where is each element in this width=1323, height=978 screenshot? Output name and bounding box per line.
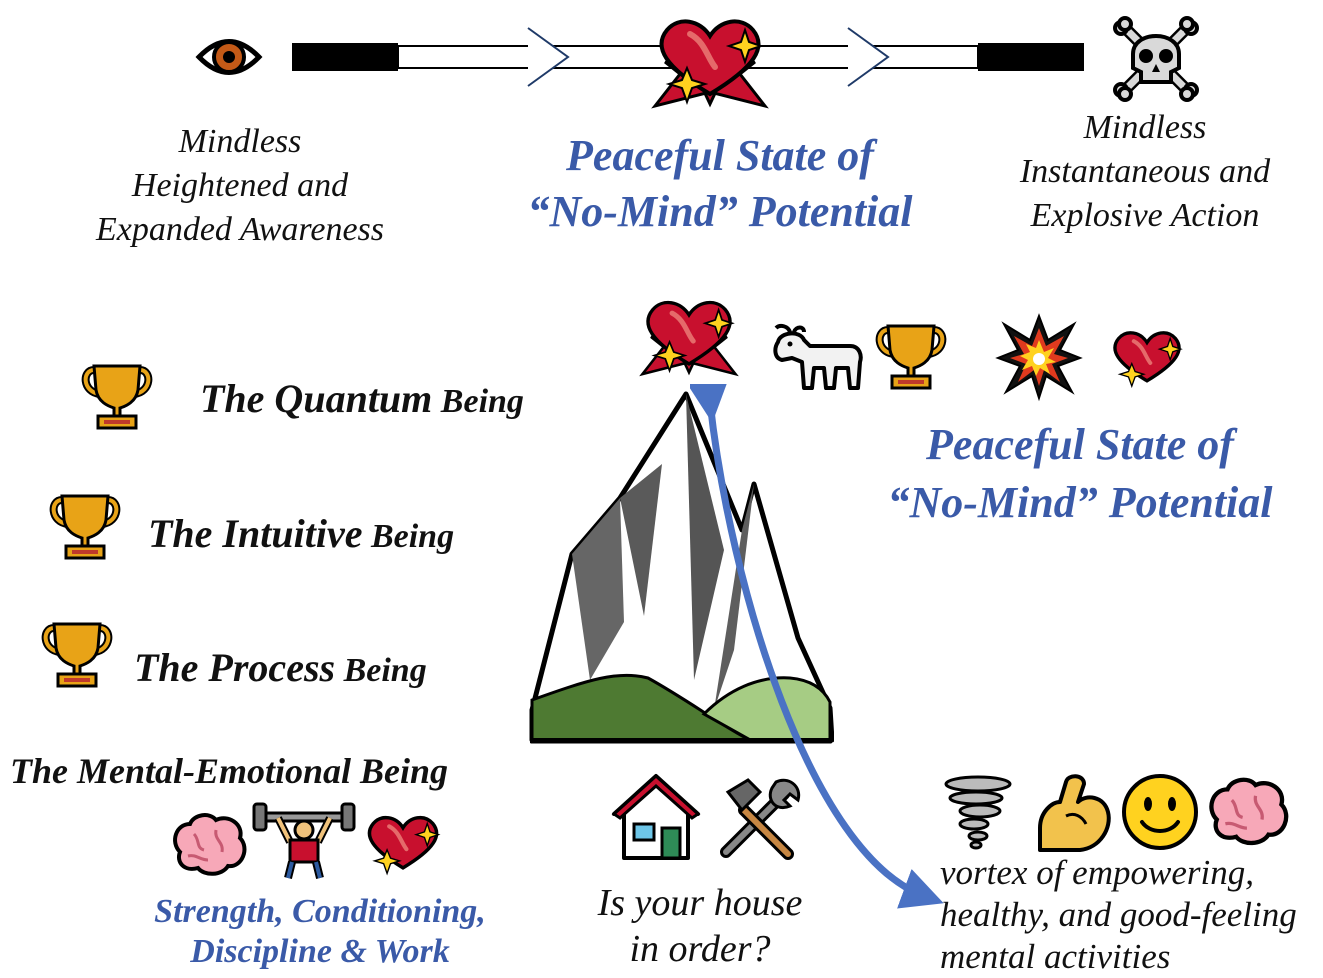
- eye-icon: [195, 39, 263, 75]
- level-quantum: The Quantum Being: [200, 375, 524, 422]
- peak-caption: Peaceful State of “No-Mind” Potential: [860, 416, 1300, 532]
- strength-caption-line-1: Strength, Conditioning,: [154, 893, 486, 930]
- level-mental-emotional: The Mental-Emotional Being: [10, 750, 448, 792]
- vortex-caption: vortex of empowering, healthy, and good-…: [940, 852, 1320, 978]
- brain-icon: [1209, 777, 1289, 846]
- sparkling-heart-icon: [1113, 331, 1183, 389]
- trophy-icon: [41, 622, 113, 688]
- level-process-suffix: Being: [335, 652, 427, 689]
- level-quantum-main: The Quantum: [200, 376, 433, 421]
- house-caption: Is your house in order?: [560, 880, 840, 972]
- vortex-caption-line-3: mental activities: [940, 937, 1171, 976]
- vortex-caption-line-2: healthy, and good-feeling: [940, 895, 1297, 934]
- trophy-icon: [81, 364, 153, 430]
- level-intuitive: The Intuitive Being: [148, 510, 454, 557]
- left-caption-line-1: Mindless: [178, 123, 302, 160]
- house-icon: [611, 773, 701, 860]
- sparkling-heart-icon: [639, 300, 739, 377]
- flexed-biceps-icon: [1038, 774, 1111, 852]
- trophy-icon: [875, 324, 947, 390]
- smiling-face-icon: [1122, 774, 1198, 850]
- sparkling-heart-icon: [651, 19, 769, 109]
- right-caption-line-2: Instantaneous and: [1019, 153, 1271, 190]
- level-intuitive-suffix: Being: [362, 518, 455, 555]
- house-caption-line-1: Is your house: [597, 882, 803, 924]
- hammer-wrench-icon: [720, 778, 801, 860]
- weightlifter-icon: [252, 802, 356, 879]
- center-caption: Peaceful State of “No-Mind” Potential: [480, 128, 960, 240]
- skull-crossbones-icon: [1113, 16, 1199, 102]
- right-caption-line-1: Mindless: [1083, 109, 1207, 146]
- strength-caption-line-2: Discipline & Work: [190, 933, 450, 970]
- level-process-main: The Process: [134, 645, 336, 690]
- level-process: The Process Being: [134, 644, 427, 691]
- left-caption-line-3: Expanded Awareness: [95, 211, 385, 248]
- level-quantum-suffix: Being: [432, 383, 524, 420]
- strength-caption: Strength, Conditioning, Discipline & Wor…: [110, 892, 530, 972]
- left-caption-line-2: Heightened and: [131, 167, 349, 204]
- sparkling-heart-icon: [367, 815, 441, 876]
- collision-icon: [995, 313, 1083, 402]
- level-intuitive-main: The Intuitive: [148, 511, 363, 556]
- level-mental-emotional-suffix: Being: [351, 751, 449, 791]
- brain-icon: [173, 813, 247, 876]
- left-caption: Mindless Heightened and Expanded Awarene…: [60, 120, 420, 252]
- peak-caption-line-1: Peaceful State of: [926, 420, 1234, 469]
- vortex-caption-line-1: vortex of empowering,: [940, 853, 1254, 892]
- trophy-icon: [49, 494, 121, 560]
- peak-caption-line-2: “No-Mind” Potential: [887, 478, 1273, 527]
- center-caption-line-2: “No-Mind” Potential: [527, 187, 913, 236]
- goat-icon: [773, 323, 863, 390]
- center-caption-line-1: Peaceful State of: [566, 131, 874, 180]
- double-arrow: [690, 384, 944, 909]
- level-mental-emotional-main: The Mental-Emotional: [10, 751, 352, 791]
- right-caption: Mindless Instantaneous and Explosive Act…: [990, 106, 1300, 238]
- house-caption-line-2: in order?: [629, 928, 771, 970]
- tornado-icon: [944, 775, 1012, 850]
- right-caption-line-3: Explosive Action: [1030, 197, 1260, 234]
